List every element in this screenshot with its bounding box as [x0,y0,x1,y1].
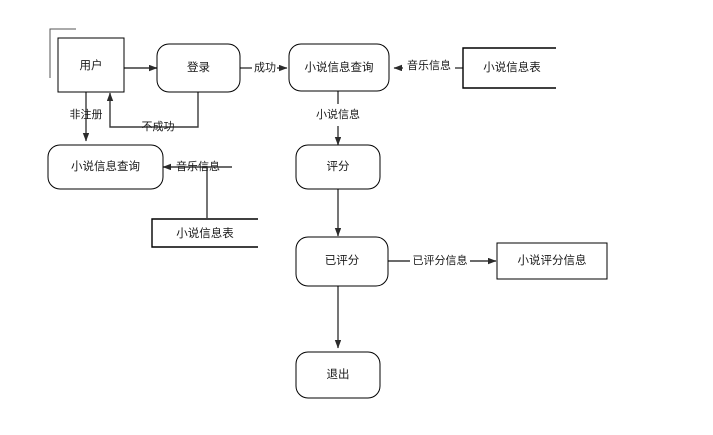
node-rating-process[interactable]: 评分 [295,144,381,190]
node-novel-query-left[interactable]: 小说信息查询 [47,144,164,190]
edge-label-music-info-left: 音乐信息 [176,159,220,173]
novel-query-left-label: 小说信息查询 [71,159,140,173]
user-entity-label: 用户 [80,58,103,72]
edge-label-login-fail: 不成功 [142,120,175,133]
rating-process-label: 评分 [327,160,350,173]
store-novel-table-right[interactable]: 小说信息表 [462,47,556,89]
edge-label-novel-info: 小说信息 [316,107,360,121]
novel-rating-info-label: 小说评分信息 [518,253,587,267]
edge-login-fail-loop [106,92,199,128]
novel-query-left-box [47,144,164,190]
edge-label-login-success: 成功 [254,61,276,74]
node-user-entity[interactable]: 用户 [49,28,125,93]
store-novel-table-left[interactable]: 小说信息表 [151,218,258,248]
edge-label-rated-info: 已评分信息 [413,253,468,267]
edge-label-music-info-top: 音乐信息 [407,58,451,72]
edge-label-not-registered: 非注册 [70,107,103,121]
novel-table-right-label: 小说信息表 [483,60,541,74]
rated-process-box [295,236,389,287]
novel-query-top-box [288,43,390,92]
login-process-box [156,43,241,93]
node-exit-process[interactable]: 退出 [295,351,381,399]
node-novel-query-top[interactable]: 小说信息查询 [288,43,390,92]
node-login-process[interactable]: 登录 [156,43,241,93]
exit-process-label: 退出 [327,367,350,381]
rated-process-label: 已评分 [325,254,360,267]
user-entity-shadow [49,28,76,78]
rating-process-box [295,144,381,190]
node-rated-process[interactable]: 已评分 [295,236,389,287]
novel-table-left-label: 小说信息表 [176,226,234,240]
novel-table-right-shape [462,47,556,89]
novel-rating-info-box [496,242,608,280]
user-entity-box [57,37,125,93]
store-novel-rating-info[interactable]: 小说评分信息 [496,242,608,280]
login-process-label: 登录 [187,60,210,74]
exit-process-box [295,351,381,399]
edge-music-info-left-stem [206,166,232,218]
novel-table-left-shape [151,218,258,248]
novel-query-top-label: 小说信息查询 [305,60,374,74]
